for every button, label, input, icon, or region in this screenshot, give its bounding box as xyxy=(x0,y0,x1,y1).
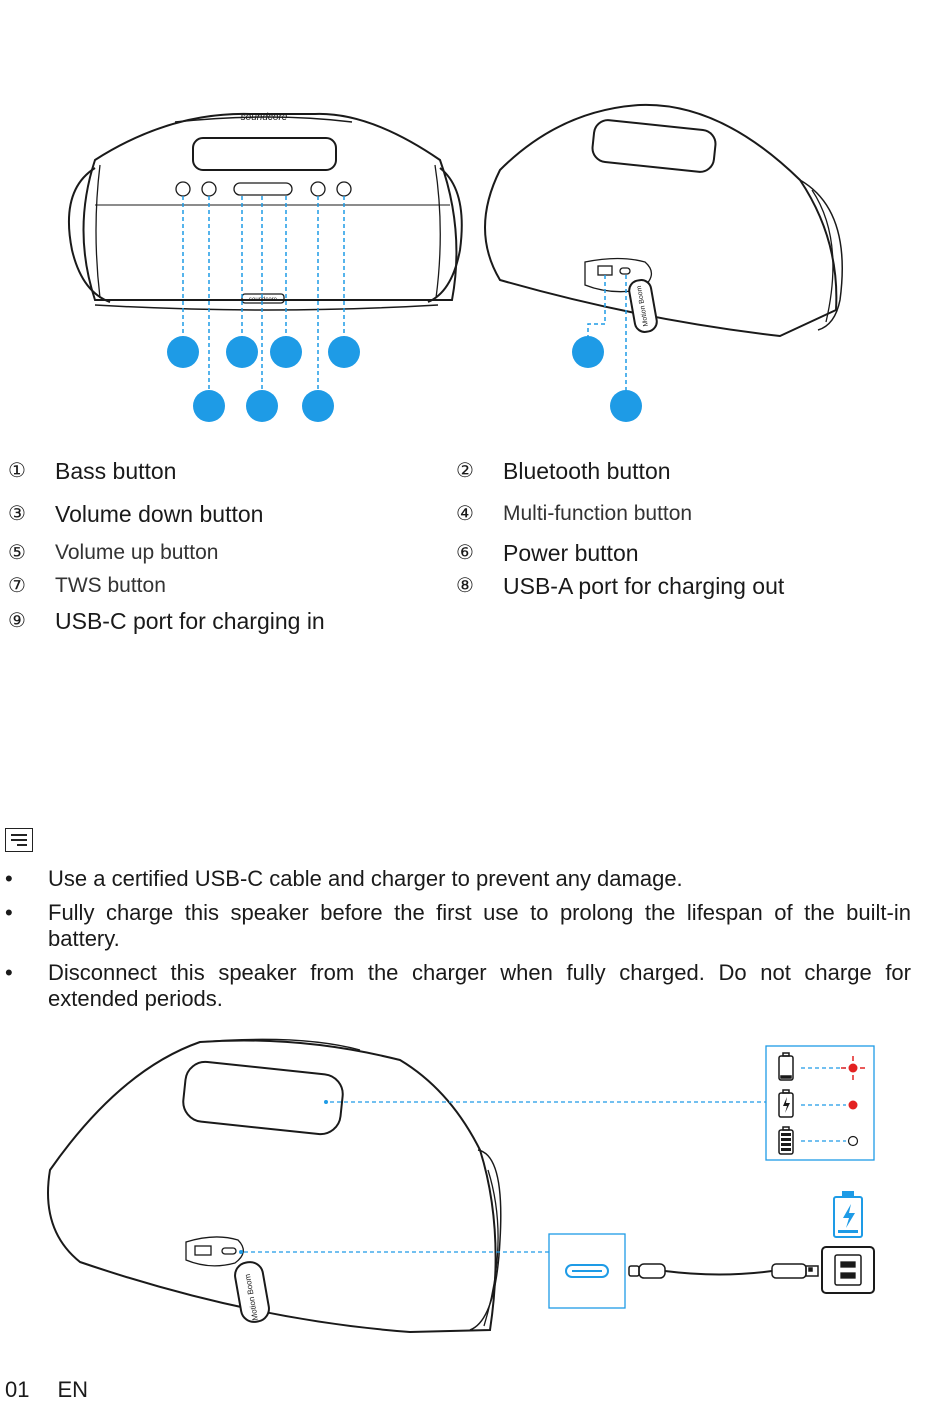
notes-list: Use a certified USB-C cable and charger … xyxy=(5,866,911,1020)
callout-4 xyxy=(246,390,278,422)
page-number: 01 xyxy=(5,1377,30,1402)
part-label: Multi-function button xyxy=(503,502,693,525)
callout-1 xyxy=(167,336,199,368)
speaker-front-illustration: soundcore soundcore xyxy=(68,112,463,422)
part-number: ② xyxy=(456,460,474,482)
led-status-box xyxy=(765,1045,875,1161)
part-label: TWS button xyxy=(55,574,166,597)
part-number: ⑨ xyxy=(8,610,26,632)
part-label: Volume down button xyxy=(55,501,264,527)
battery-low-icon xyxy=(778,1052,794,1081)
note-item: Disconnect this speaker from the charger… xyxy=(5,960,911,1012)
part-label: Bluetooth button xyxy=(503,458,671,484)
part-label: Power button xyxy=(503,540,639,566)
top-brand-logo: soundcore xyxy=(241,112,288,123)
led-solid-red-icon xyxy=(848,1100,858,1110)
part-label: Bass button xyxy=(55,458,177,484)
callout-5 xyxy=(270,336,302,368)
battery-full-icon xyxy=(778,1126,794,1155)
note-item: Use a certified USB-C cable and charger … xyxy=(5,866,911,892)
callout-9 xyxy=(610,390,642,422)
led-flashing-red-icon xyxy=(841,1056,865,1080)
usb-cable-icon xyxy=(628,1263,819,1279)
wall-charger-icon xyxy=(821,1246,875,1294)
part-label: Volume up button xyxy=(55,541,219,564)
battery-charging-blue-icon xyxy=(833,1191,863,1238)
part-number: ① xyxy=(8,460,26,482)
part-number: ⑧ xyxy=(456,575,474,597)
usb-c-port-zoom xyxy=(548,1233,626,1309)
usb-c-port-icon xyxy=(565,1264,609,1278)
page-footer: 01 EN xyxy=(5,1377,116,1403)
charging-illustration: Motion Boom xyxy=(47,1038,875,1334)
callout-3 xyxy=(226,336,258,368)
language-label: EN xyxy=(57,1377,89,1402)
callout-8 xyxy=(572,336,604,368)
part-number: ③ xyxy=(8,503,26,525)
part-number: ⑤ xyxy=(8,542,26,564)
part-number: ⑥ xyxy=(456,542,474,564)
callout-7 xyxy=(328,336,360,368)
note-item: Fully charge this speaker before the fir… xyxy=(5,900,911,952)
note-icon xyxy=(5,828,33,852)
front-brand-logo: soundcore xyxy=(249,297,278,303)
speaker-side-illustration: Motion Boom xyxy=(484,103,843,422)
callout-6 xyxy=(302,390,334,422)
part-label: USB-A port for charging out xyxy=(503,573,785,599)
battery-charging-icon xyxy=(778,1089,794,1118)
part-number: ④ xyxy=(456,503,474,525)
part-number: ⑦ xyxy=(8,575,26,597)
callout-2 xyxy=(193,390,225,422)
part-label: USB-C port for charging in xyxy=(55,608,325,634)
led-off-icon xyxy=(847,1135,859,1147)
